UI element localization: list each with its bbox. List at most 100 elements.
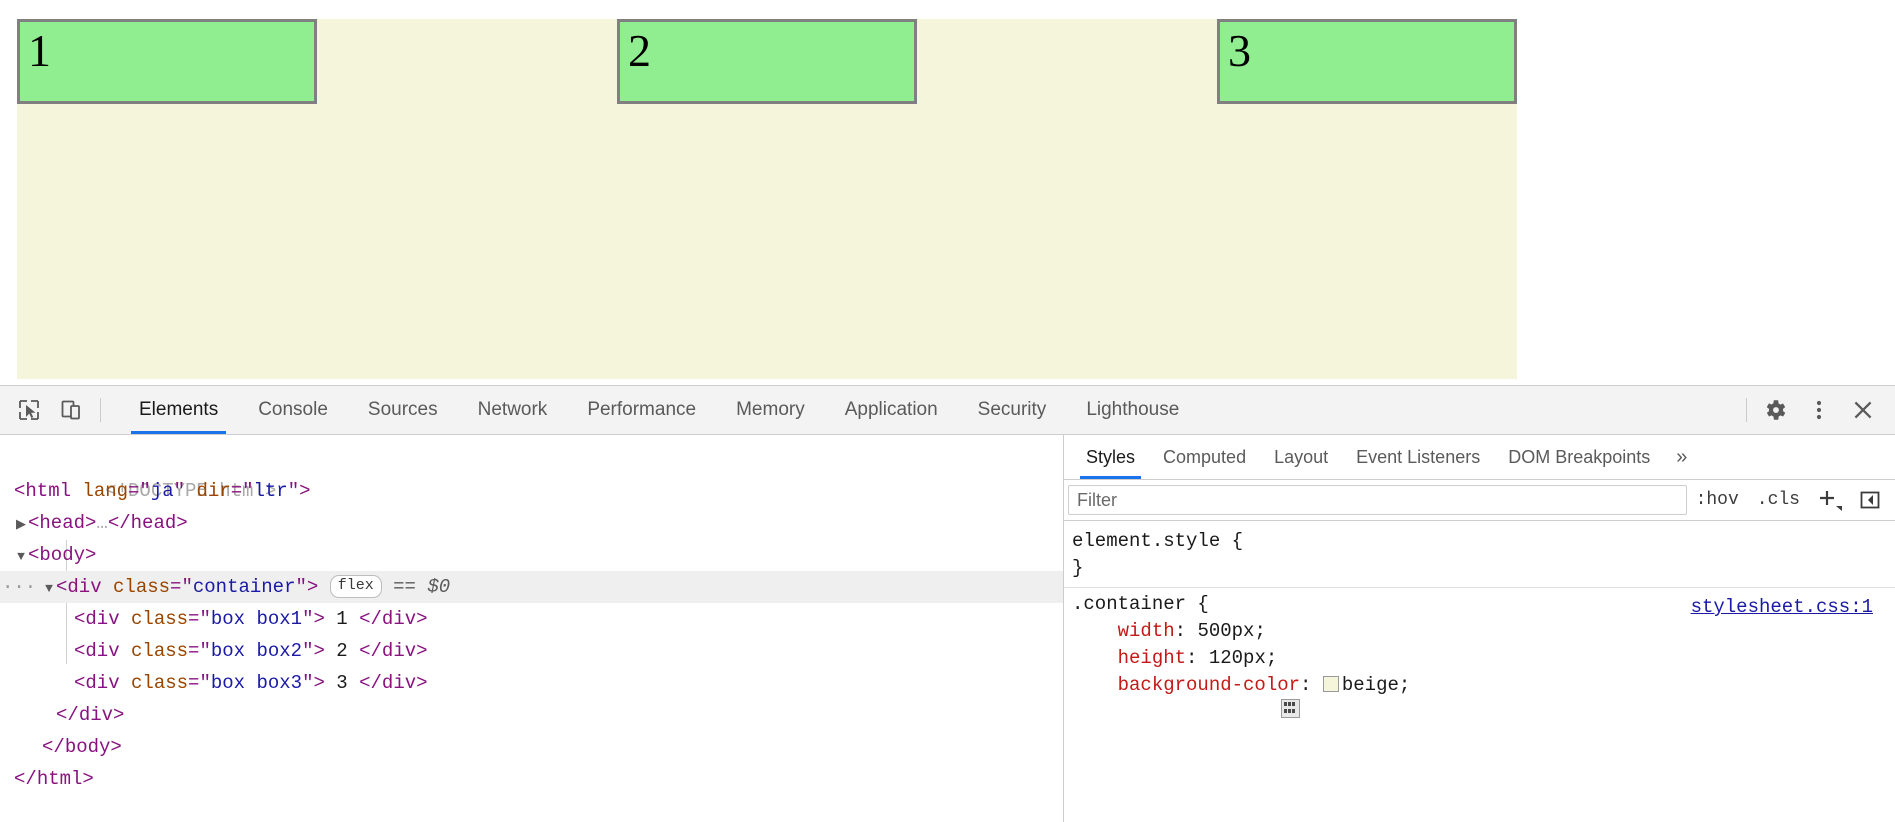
css-declaration-display[interactable]: display: flex; — [1064, 699, 1895, 822]
css-selector-container[interactable]: .container {stylesheet.css:1 — [1064, 591, 1895, 618]
devtools-tab-list: Elements Console Sources Network Perform… — [119, 386, 1199, 434]
tag-html-close: html — [36, 768, 83, 790]
tab-security[interactable]: Security — [958, 386, 1067, 434]
css-value-width[interactable]: 500px — [1197, 620, 1255, 642]
kebab-menu-icon[interactable] — [1797, 386, 1841, 434]
tab-memory[interactable]: Memory — [716, 386, 825, 434]
css-selector-element-style[interactable]: element.style { — [1072, 530, 1244, 552]
styles-tab-dom-breakpoints[interactable]: DOM Breakpoints — [1494, 435, 1664, 479]
css-declaration-width[interactable]: width: 500px; — [1117, 620, 1266, 642]
color-swatch-icon[interactable] — [1322, 676, 1339, 692]
tab-elements-label: Elements — [139, 399, 219, 420]
css-property-width[interactable]: width — [1117, 620, 1175, 642]
selected-node-ref: == $0 — [393, 576, 451, 598]
styles-filter-bar: :hov .cls — [1064, 480, 1895, 521]
dom-line-div-close[interactable]: </div> — [56, 704, 125, 726]
css-rule-container[interactable]: .container {stylesheet.css:1 width: 500p… — [1064, 588, 1895, 822]
dom-line-html-close[interactable]: </html> — [14, 768, 94, 790]
close-icon[interactable] — [1841, 386, 1885, 434]
styles-tab-computed[interactable]: Computed — [1149, 435, 1260, 479]
tab-memory-label: Memory — [736, 399, 805, 420]
text-node-box3: 3 — [336, 672, 348, 694]
dom-line-head[interactable]: ▶<head>…</head> — [0, 507, 1063, 539]
styles-tab-layout-label: Layout — [1274, 446, 1329, 467]
tag-body: body — [39, 544, 86, 566]
attr-lang-value: ja — [150, 480, 174, 502]
inspect-cursor-icon[interactable] — [8, 386, 50, 434]
tab-security-label: Security — [977, 399, 1047, 420]
cls-button[interactable]: .cls — [1756, 490, 1800, 510]
twisty-expanded-container-icon[interactable]: ▼ — [45, 581, 53, 596]
tag-div-box1-close: div — [381, 608, 417, 630]
dom-line-box3[interactable]: <div class="box box3"> 3 </div> — [74, 672, 428, 694]
styles-tab-styles[interactable]: Styles — [1072, 435, 1149, 479]
tab-lighthouse[interactable]: Lighthouse — [1066, 386, 1199, 434]
attr-lang-name: lang — [82, 480, 129, 502]
styles-tab-event-listeners[interactable]: Event Listeners — [1342, 435, 1494, 479]
css-rule-close-element-style: } — [1072, 557, 1084, 579]
flex-box-3-label: 3 — [1228, 25, 1251, 76]
flex-box-2-label: 2 — [628, 25, 651, 76]
tag-div-box3-close: div — [381, 672, 417, 694]
attr-class-name-box2: class — [131, 640, 189, 662]
toolbar-divider — [100, 398, 101, 422]
dom-line-box2[interactable]: <div class="box box2"> 2 </div> — [74, 640, 428, 662]
flex-badge[interactable]: flex — [329, 575, 382, 598]
tag-div-close: div — [78, 704, 114, 726]
tag-div-box2: div — [85, 640, 120, 662]
panel-toggle-icon[interactable] — [1851, 488, 1889, 512]
css-value-background-color[interactable]: beige — [1341, 674, 1399, 696]
css-property-height[interactable]: height — [1117, 647, 1187, 669]
styles-tab-layout[interactable]: Layout — [1260, 435, 1342, 479]
gear-icon[interactable] — [1753, 386, 1797, 434]
dom-line-body-open[interactable]: ▼<body> — [0, 539, 1063, 571]
styles-tab-dom-breakpoints-label: DOM Breakpoints — [1508, 446, 1651, 467]
tab-application[interactable]: Application — [825, 386, 958, 434]
stylesheet-source-link[interactable]: stylesheet.css:1 — [1690, 596, 1873, 618]
css-rule-element-style[interactable]: element.style { } — [1064, 525, 1895, 588]
tab-performance-label: Performance — [587, 399, 697, 420]
flex-box-1-label: 1 — [28, 25, 51, 76]
tab-elements[interactable]: Elements — [119, 386, 238, 434]
tab-network-label: Network — [477, 399, 548, 420]
attr-class-value-box1: box box1 — [210, 608, 303, 630]
attr-class-value-box2: box box2 — [210, 640, 303, 662]
dom-tree-pane[interactable]: <!DOCTYPE html> <html lang="ja" dir="ltr… — [0, 435, 1064, 822]
flex-container: 1 2 3 — [17, 19, 1517, 379]
device-toolbar-icon[interactable] — [50, 386, 92, 434]
tag-div-box1: div — [85, 608, 120, 630]
flex-editor-icon[interactable] — [1281, 699, 1301, 718]
tag-html: html — [25, 480, 72, 502]
filter-input[interactable] — [1068, 485, 1687, 515]
tab-sources[interactable]: Sources — [348, 386, 458, 434]
dom-line-box1[interactable]: <div class="box box1"> 1 </div> — [74, 608, 428, 630]
dom-line-container-selected[interactable]: ···▼<div class="container"> flex == $0 — [0, 571, 1063, 603]
styles-pane: Styles Computed Layout Event Listeners D… — [1064, 435, 1895, 822]
tag-body-close: body — [64, 736, 111, 758]
twisty-expanded-icon[interactable]: ▼ — [17, 549, 25, 564]
tab-network[interactable]: Network — [458, 386, 568, 434]
css-declaration-height[interactable]: height: 120px; — [1117, 647, 1278, 669]
dom-row-menu-dots[interactable]: ··· — [2, 576, 37, 598]
tag-div-box2-close: div — [381, 640, 417, 662]
devtools-toolbar: Elements Console Sources Network Perform… — [0, 386, 1895, 435]
styles-tab-styles-label: Styles — [1086, 446, 1136, 467]
tag-div-box3: div — [85, 672, 120, 694]
dom-line-doctype[interactable]: <!DOCTYPE html> — [0, 443, 1063, 502]
doctype-text: <!DOCTYPE html> — [105, 480, 277, 502]
more-tabs-chevron-icon[interactable]: » — [1664, 435, 1699, 479]
attr-dir-value: ltr — [253, 480, 288, 502]
dom-line-html-open[interactable]: <html lang="ja" dir="ltr"> — [14, 480, 311, 502]
css-property-background-color[interactable]: background-color — [1117, 674, 1301, 696]
flex-box-2: 2 — [617, 19, 917, 104]
css-declaration-background-color[interactable]: background-color: beige; — [1117, 674, 1411, 696]
css-value-height[interactable]: 120px — [1208, 647, 1266, 669]
tab-performance[interactable]: Performance — [567, 386, 716, 434]
new-style-rule-button[interactable] — [1809, 487, 1851, 513]
tab-console[interactable]: Console — [238, 386, 348, 434]
hov-button[interactable]: :hov — [1695, 490, 1739, 510]
tab-sources-label: Sources — [367, 399, 438, 420]
flex-box-3: 3 — [1217, 19, 1517, 104]
twisty-collapsed-icon[interactable]: ▶ — [16, 517, 26, 532]
dom-line-body-close[interactable]: </body> — [42, 736, 122, 758]
